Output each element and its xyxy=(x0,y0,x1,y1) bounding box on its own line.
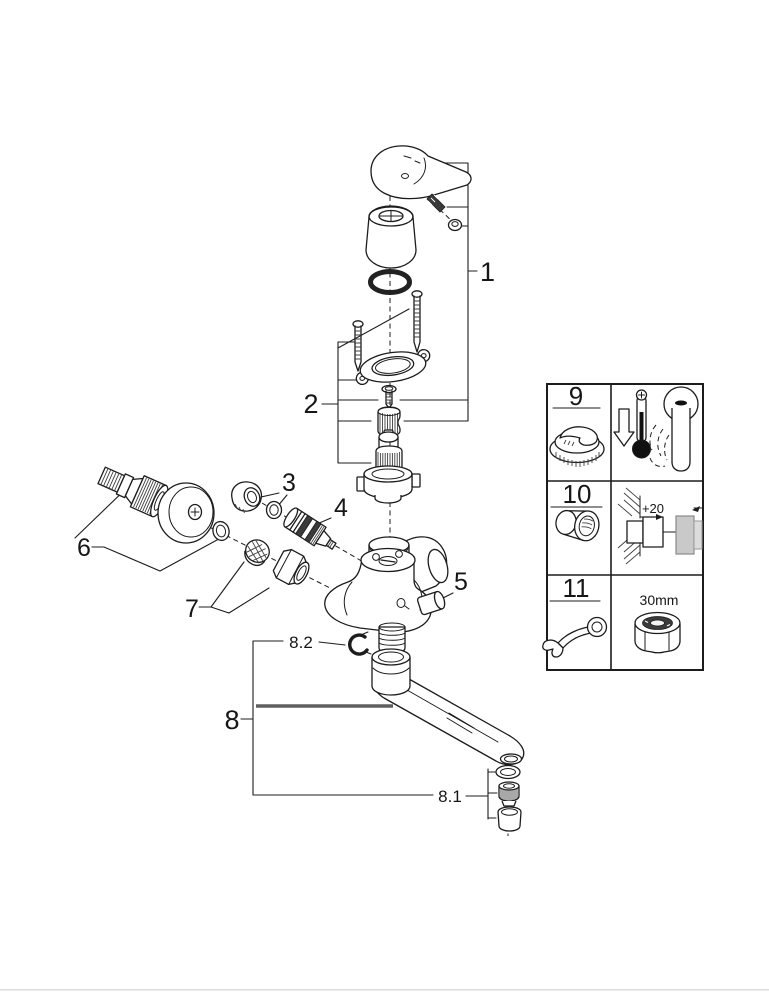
extension-bushing-icon xyxy=(555,509,600,542)
bracket-8 xyxy=(240,640,498,820)
aerator-housing xyxy=(497,806,522,832)
screw-cap xyxy=(447,218,463,232)
adjusting-screw xyxy=(381,384,397,409)
part-label-8: 8 xyxy=(224,705,239,735)
down-arrow-icon xyxy=(613,408,635,447)
dome-cap xyxy=(365,205,417,269)
check-valve xyxy=(283,507,337,550)
fixing-screw-right xyxy=(411,290,423,353)
faucet-body xyxy=(324,536,433,633)
extension-dimension-label: +20 xyxy=(642,501,664,516)
part-label-4: 4 xyxy=(334,494,348,522)
spout xyxy=(371,648,525,766)
nut-size-label: 30mm xyxy=(640,592,679,608)
o-ring xyxy=(368,269,412,295)
legend-item-9-number: 9 xyxy=(569,381,583,411)
part-label-3: 3 xyxy=(282,469,296,497)
lever-handle xyxy=(370,145,472,200)
escutcheon xyxy=(157,482,215,544)
part-label-2: 2 xyxy=(303,389,318,419)
mounting-flange xyxy=(355,348,431,386)
hex-nut-icon: 30mm xyxy=(634,592,681,654)
temperature-limiter xyxy=(377,406,401,437)
coupling-nut xyxy=(272,548,310,586)
page-bottom-rule xyxy=(0,989,769,991)
bracket-2 xyxy=(321,308,469,464)
handle-screw xyxy=(426,193,446,213)
part-labels: 1 2 3 4 5 6 7 8 8.1 8.2 xyxy=(77,257,495,806)
fixing-screw-left xyxy=(352,320,364,372)
bracket-1 xyxy=(431,162,478,422)
filter xyxy=(244,539,270,567)
joint-ring xyxy=(265,500,283,520)
legend-item-10-number: 10 xyxy=(563,479,592,509)
legend-item-11-number: 11 xyxy=(563,573,590,603)
part-label-8-2: 8.2 xyxy=(289,633,313,652)
plug xyxy=(416,590,446,616)
ball-joint xyxy=(231,481,263,514)
wrench-icon xyxy=(542,616,608,658)
part-label-6: 6 xyxy=(77,534,91,562)
bracket-7 xyxy=(198,561,270,614)
part-label-8-1: 8.1 xyxy=(438,787,462,806)
snap-ring xyxy=(348,631,372,656)
part-label-7: 7 xyxy=(185,595,199,623)
washer xyxy=(212,520,230,542)
temperature-limiter-ring-icon xyxy=(549,426,605,467)
aerator-insert xyxy=(498,781,520,807)
part-label-5: 5 xyxy=(454,568,468,596)
cartridge xyxy=(356,429,421,504)
aerator-washer xyxy=(495,764,521,780)
thermometer-down-lever-icon xyxy=(613,386,699,472)
part-label-1: 1 xyxy=(480,257,495,287)
s-union xyxy=(97,466,169,518)
legend-table: 9 10 xyxy=(542,381,704,671)
wall-extension-dimension-icon: +20 xyxy=(617,487,704,565)
